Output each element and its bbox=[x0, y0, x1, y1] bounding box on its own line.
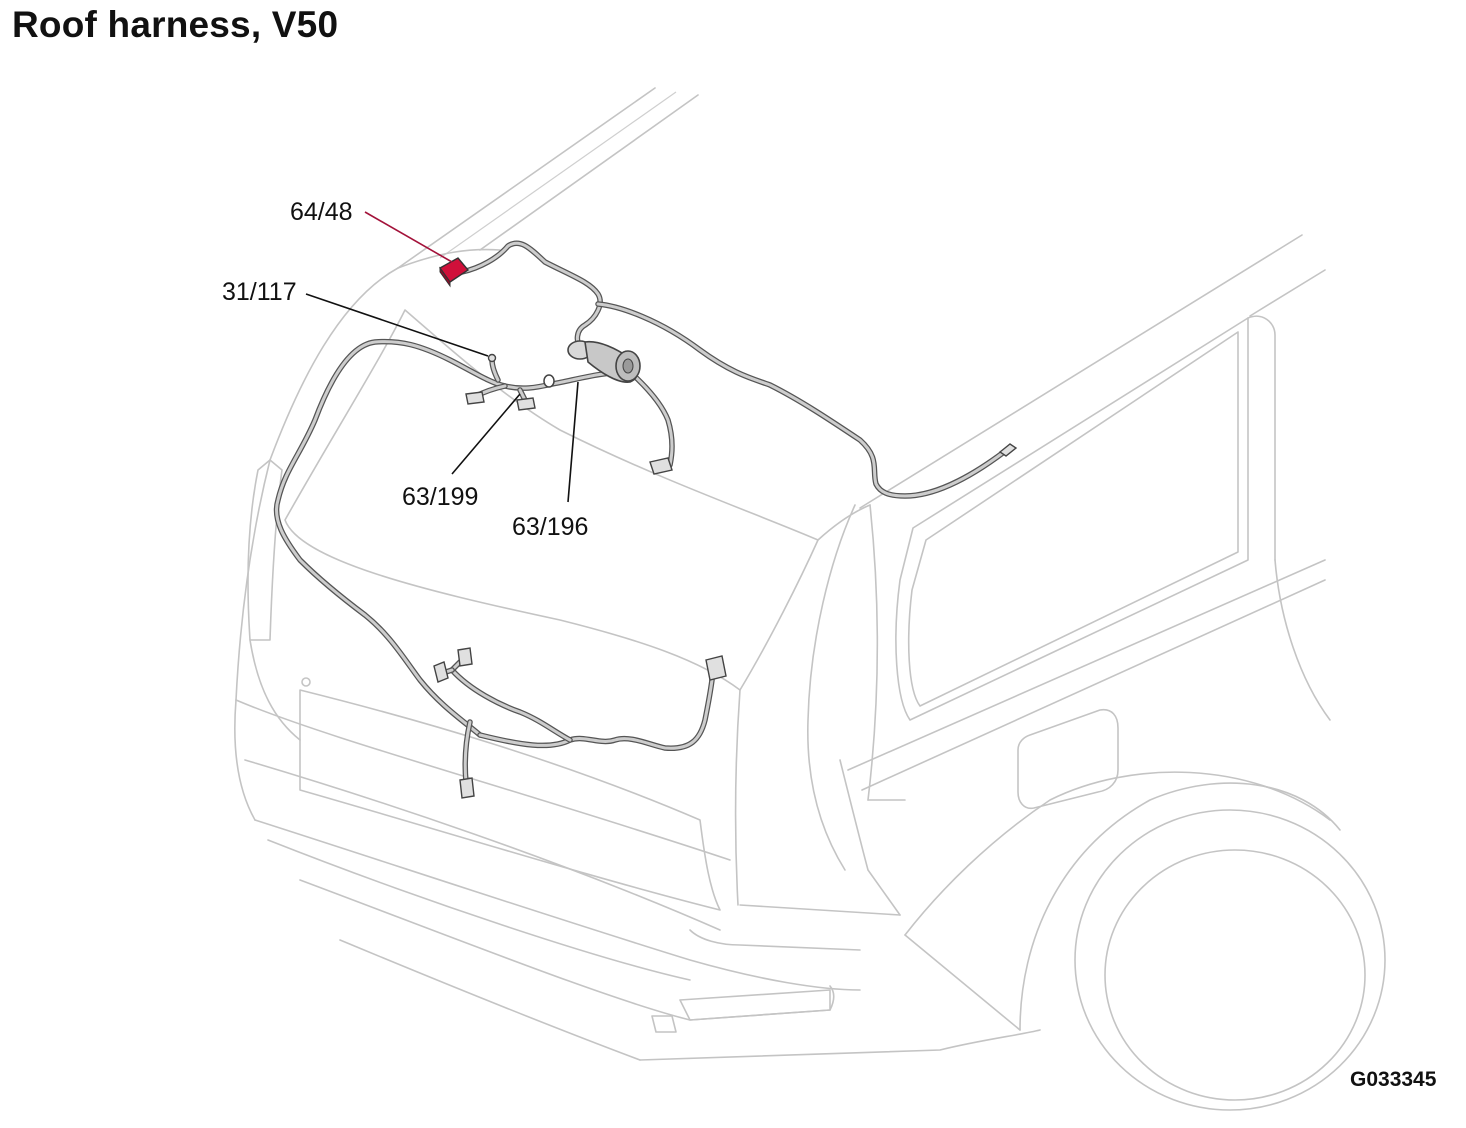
page-title: Roof harness, V50 bbox=[12, 4, 339, 45]
leader-63-199 bbox=[451, 393, 521, 475]
leader-31-117 bbox=[305, 293, 489, 357]
callout-label-63-199: 63/199 bbox=[402, 483, 478, 511]
callout-label-63-196: 63/196 bbox=[512, 513, 588, 541]
figure-id: G033345 bbox=[1350, 1068, 1437, 1091]
connector-31-117 bbox=[487, 353, 497, 363]
roof-harness bbox=[273, 240, 1007, 785]
connector-tailgate-1 bbox=[457, 647, 473, 667]
callout-label-31-117: 31/117 bbox=[222, 278, 297, 306]
connector-tailgate-3 bbox=[459, 777, 475, 799]
connector-63-199-b bbox=[516, 397, 536, 411]
leader-63-196 bbox=[567, 381, 579, 503]
connector-tailgate-4 bbox=[705, 655, 727, 681]
car-body-outline bbox=[234, 87, 1386, 1111]
connector-roof-end bbox=[998, 443, 1018, 457]
connector-tailgate-2 bbox=[433, 661, 449, 683]
connectors bbox=[433, 257, 1018, 799]
leader-lines bbox=[305, 211, 579, 503]
leader-64-48 bbox=[364, 211, 453, 263]
connector-right-lower bbox=[649, 457, 673, 475]
connector-63-199-a bbox=[465, 391, 485, 405]
callout-label-64-48: 64/48 bbox=[290, 198, 353, 226]
